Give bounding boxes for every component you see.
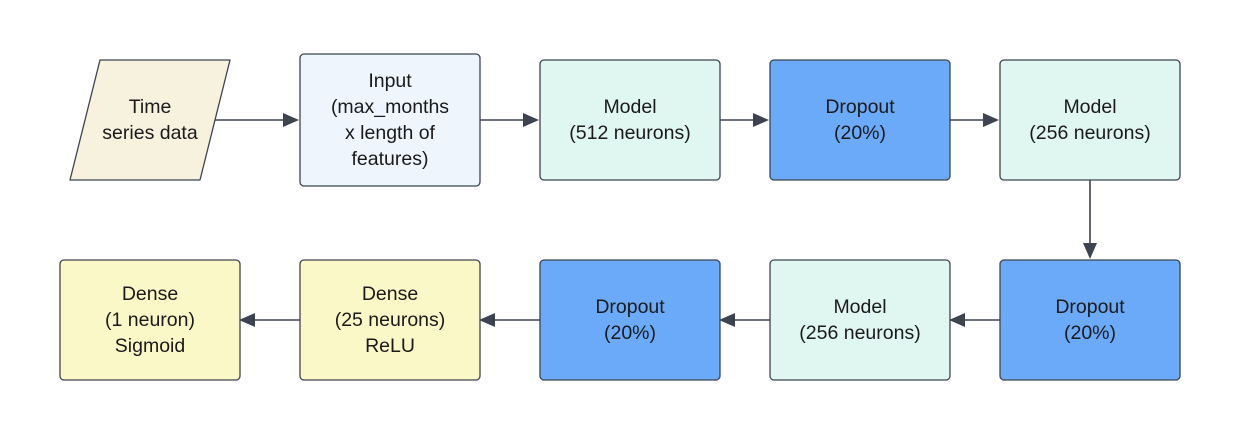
node-time-series-label-line: series data [102,122,198,144]
node-model-3-label-line: (256 neurons) [799,322,920,344]
node-input-label-line: (max_months [331,96,449,118]
node-input-label-line: x length of [345,122,436,144]
edge-model-2-to-dropout-2 [1083,180,1097,259]
edge-dropout-1-to-model-2 [950,113,999,127]
edge-model-3-to-dropout-3-head [719,313,735,327]
edges-layer [215,113,1097,327]
node-dropout-3-label-line: (20%) [604,322,656,344]
edge-dropout-2-to-model-3 [949,313,1000,327]
node-dense-2-label-line: (1 neuron) [105,309,195,331]
node-model-3: Model (256 neurons) [769,259,951,381]
edge-model-1-to-dropout-1-head [753,113,769,127]
node-dropout-1-label-line: (20%) [834,122,886,144]
node-model-2-label-line: (256 neurons) [1029,122,1150,144]
node-dropout-2-shape [999,259,1181,381]
node-model-1-label-line: Model [603,96,656,118]
node-input-shape [299,53,481,187]
node-model-1-label-line: (512 neurons) [569,122,690,144]
node-dense-1-label-line: ReLU [365,335,415,357]
edge-dropout-1-to-model-2-head [983,113,999,127]
edge-model-2-to-dropout-2-head [1083,243,1097,259]
edge-input-to-model-1 [480,113,539,127]
node-model-2-shape [999,59,1181,181]
node-model-3-shape [769,259,951,381]
edge-dropout-3-to-dense-1 [479,313,540,327]
edge-dense-1-to-dense-2 [239,313,300,327]
node-dense-1: Dense (25 neurons) ReLU [299,259,481,381]
edge-time-series-to-input [215,113,299,127]
node-dense-2-label-line: Dense [122,283,178,305]
node-dropout-3: Dropout (20%) [539,259,721,381]
edge-dropout-3-to-dense-1-head [479,313,495,327]
edge-dropout-2-to-model-3-head [949,313,965,327]
node-time-series-shape [69,59,231,181]
node-dropout-2-label-line: Dropout [1055,296,1125,318]
node-dropout-3-label-line: Dropout [595,296,665,318]
edge-model-3-to-dropout-3 [719,313,770,327]
edge-input-to-model-1-head [523,113,539,127]
node-dense-1-label-line: Dense [362,283,418,305]
node-time-series-label-line: Time [129,96,172,118]
node-model-2-label-line: Model [1063,96,1116,118]
edge-model-1-to-dropout-1 [720,113,769,127]
node-dense-1-label-line: (25 neurons) [335,309,446,331]
node-input-label-line: Input [368,70,412,92]
edge-time-series-to-input-head [283,113,299,127]
node-dense-2-label-line: Sigmoid [115,335,185,357]
node-dropout-2: Dropout (20%) [999,259,1181,381]
node-dropout-1-shape [769,59,951,181]
node-dense-1-shape [299,259,481,381]
node-time-series: Time series data [69,59,231,181]
node-input-label-line: features) [352,148,429,170]
node-dense-2-shape [59,259,241,381]
node-model-2: Model (256 neurons) [999,59,1181,181]
node-model-3-label-line: Model [833,296,886,318]
node-dense-2: Dense (1 neuron) Sigmoid [59,259,241,381]
node-model-1-shape [539,59,721,181]
node-dropout-3-shape [539,259,721,381]
node-model-1: Model (512 neurons) [539,59,721,181]
node-dropout-1: Dropout (20%) [769,59,951,181]
node-dropout-1-label-line: Dropout [825,96,895,118]
node-dropout-2-label-line: (20%) [1064,322,1116,344]
edge-dense-1-to-dense-2-head [239,313,255,327]
